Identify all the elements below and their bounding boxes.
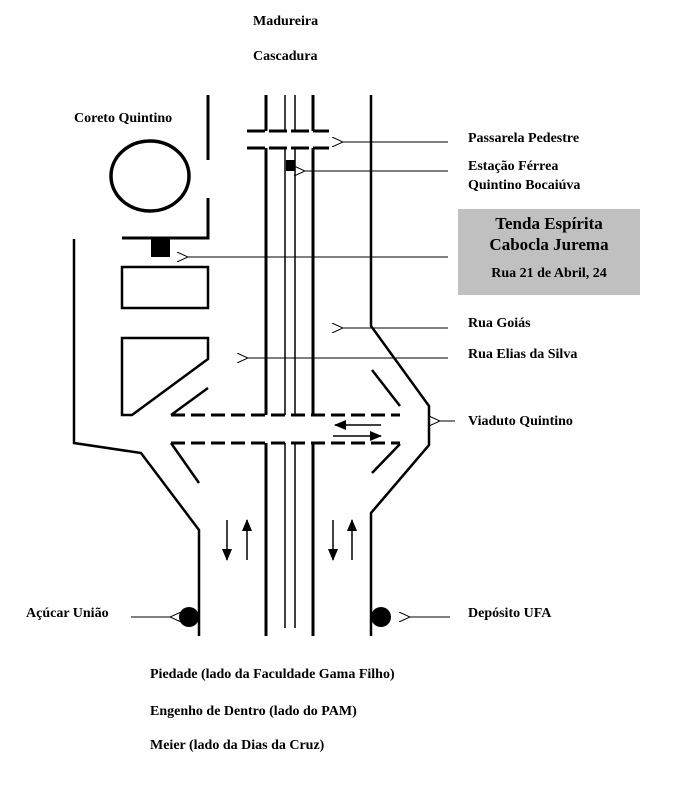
label-viaduto-quintino: Viaduto Quintino: [468, 414, 573, 429]
label-engenho-de-dentro: Engenho de Dentro (lado do PAM): [150, 704, 357, 719]
label-cascadura: Cascadura: [253, 49, 318, 64]
street-outline-left: [72, 239, 201, 636]
tenda-name-line1: Tenda Espírita: [495, 214, 603, 233]
tenda-name-line2: Cabocla Jurema: [489, 235, 609, 254]
viaduto-quintino-deck: [171, 413, 400, 445]
pedestrian-walkway: [247, 129, 329, 150]
label-rua-elias-da-silva: Rua Elias da Silva: [468, 347, 578, 362]
label-coreto-quintino: Coreto Quintino: [74, 111, 173, 126]
two-way-traffic-icon: [222, 420, 382, 561]
coreto-square: [109, 95, 210, 240]
label-meier: Meier (lado da Dias da Cruz): [150, 738, 325, 753]
label-rua-goias: Rua Goiás: [468, 316, 531, 331]
station-marker: [286, 160, 295, 171]
street-outline-right: [369, 95, 431, 636]
ramp-edge: [371, 443, 401, 474]
coreto-circle: [109, 139, 191, 213]
deposito-ufa-dot: [371, 607, 391, 627]
label-passarela-pedestre: Passarela Pedestre: [468, 131, 580, 146]
label-deposito-ufa: Depósito UFA: [468, 606, 552, 621]
tenda-espirita-callout: Tenda Espírita Cabocla Jurema Rua 21 de …: [458, 209, 640, 295]
ramp-edge: [170, 386, 209, 417]
city-block-trapezoid: [120, 336, 210, 417]
label-estacao-line1: Estação Férrea: [468, 159, 559, 174]
label-piedade: Piedade (lado da Faculdade Gama Filho): [150, 667, 395, 682]
tenda-building-marker: [151, 238, 170, 257]
tenda-address: Rua 21 de Abril, 24: [491, 266, 607, 281]
ramp-edge: [371, 369, 401, 407]
ramp-edge: [169, 442, 201, 484]
label-madureira: Madureira: [253, 14, 319, 29]
label-pointers: [131, 142, 455, 617]
label-acucar-uniao: Açúcar União: [26, 606, 109, 621]
city-block: [120, 265, 210, 310]
railway-tracks: [264, 95, 315, 636]
acucar-uniao-dot: [179, 607, 199, 627]
label-estacao-line2: Quintino Bocaiúva: [468, 178, 581, 193]
